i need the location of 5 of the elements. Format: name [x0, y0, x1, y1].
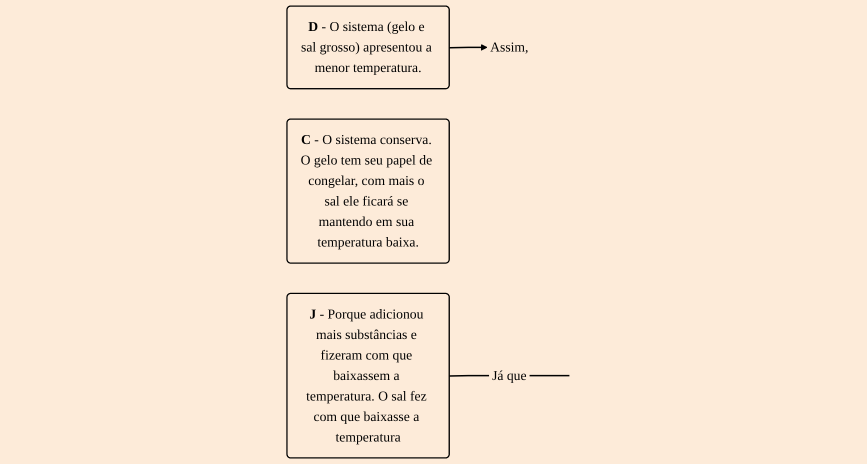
connector-line	[530, 374, 570, 376]
connector-line	[450, 44, 488, 51]
node-text: Assim,	[490, 39, 528, 55]
connector-line	[450, 374, 490, 377]
node-text: Já que	[492, 368, 527, 383]
